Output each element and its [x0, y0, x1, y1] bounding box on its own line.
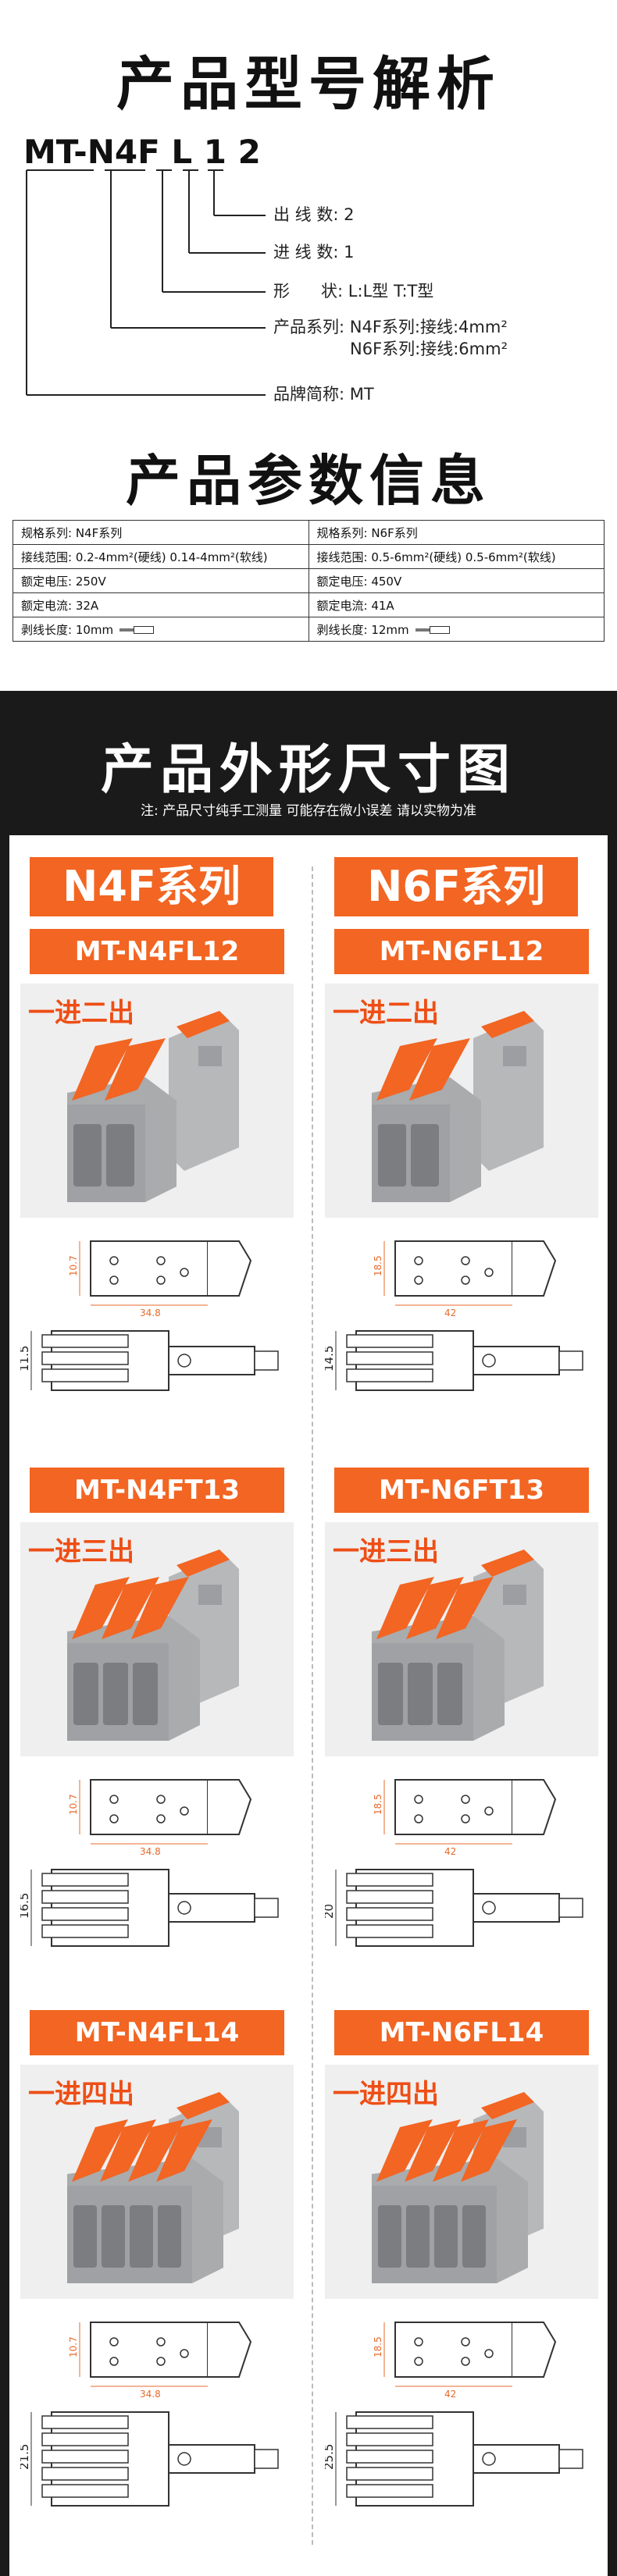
side-dimension: 20 — [325, 1904, 336, 1919]
table-row: 额定电流: 32A 额定电流: 41A — [12, 592, 605, 617]
side-dimension: 21.5 — [20, 2444, 31, 2470]
side-view-drawing: 14.5 — [322, 1323, 598, 1420]
io-config-label: 一进二出 — [333, 998, 439, 1029]
product-photo: 一进三出 — [325, 1522, 598, 1756]
product-photo: 一进二出 — [20, 984, 294, 1218]
table-cell: 额定电流: 32A — [12, 592, 309, 617]
table-cell: 接线范围: 0.5-6mm²(硬线) 0.5-6mm²(软线) — [308, 544, 605, 569]
stripped-wire-icon — [119, 626, 155, 634]
product-photo: 一进二出 — [325, 984, 598, 1218]
table-row: 规格系列: N4F系列 规格系列: N6F系列 — [12, 520, 605, 545]
table-cell: 剥线长度: 10mm — [12, 617, 309, 642]
side-view-drawing: 21.5 — [17, 2404, 294, 2517]
front-view-drawing: 10.7 34.8 — [20, 2307, 294, 2403]
height-dimension: 18.5 — [373, 2336, 383, 2357]
io-config-label: 一进四出 — [333, 2079, 439, 2110]
front-view-drawing: 18.5 42 — [325, 2307, 598, 2403]
params-title: 产品参数信息 — [126, 449, 491, 513]
side-dimension: 14.5 — [325, 1346, 336, 1372]
annotation-series-2: N6F系列:接线:6mm² — [350, 340, 508, 358]
side-view-drawing: 11.5 — [17, 1323, 294, 1420]
dimensions-note: 注: 产品尺寸纯手工测量 可能存在微小误差 请以实物为准 — [141, 803, 476, 819]
model-badge-left: MT-N4FT13 — [30, 1468, 284, 1513]
column-divider — [312, 866, 313, 2545]
height-dimension: 18.5 — [373, 1255, 383, 1276]
table-cell: 剥线长度: 12mm — [308, 617, 605, 642]
width-dimension: 34.8 — [140, 2389, 161, 2400]
side-dimension: 16.5 — [20, 1893, 31, 1919]
stripped-wire-icon — [415, 626, 450, 634]
side-view-drawing: 16.5 — [17, 1862, 294, 1959]
model-badge-right: MT-N6FL12 — [334, 929, 589, 974]
model-badge-right: MT-N6FL14 — [334, 2010, 589, 2055]
model-badge-left: MT-N4FL12 — [30, 929, 284, 974]
model-badge-right: MT-N6FT13 — [334, 1468, 589, 1513]
strip-length-label: 剥线长度: 10mm — [21, 622, 114, 637]
dimensions-title: 产品外形尺寸图 — [100, 739, 516, 801]
front-view-drawing: 10.7 34.8 — [20, 1764, 294, 1861]
params-table: 规格系列: N4F系列 规格系列: N6F系列 接线范围: 0.2-4mm²(硬… — [12, 520, 605, 642]
side-dimension: 11.5 — [20, 1346, 31, 1372]
side-view-drawing: 20 — [322, 1862, 598, 1959]
height-dimension: 10.7 — [68, 2336, 79, 2357]
width-dimension: 34.8 — [140, 1846, 161, 1857]
front-view-drawing: 18.5 42 — [325, 1226, 598, 1322]
width-dimension: 34.8 — [140, 1308, 161, 1318]
annotation-inlets: 进 线 数: 1 — [273, 243, 355, 262]
table-row: 接线范围: 0.2-4mm²(硬线) 0.14-4mm²(软线) 接线范围: 0… — [12, 544, 605, 569]
side-view-drawing: 25.5 — [322, 2404, 598, 2517]
table-cell: 额定电压: 250V — [12, 568, 309, 593]
table-row: 额定电压: 250V 额定电压: 450V — [12, 568, 605, 593]
strip-length-label: 剥线长度: 12mm — [316, 622, 409, 637]
model-explain-title: 产品型号解析 — [116, 51, 501, 118]
series-left-badge: N4F系列 — [30, 857, 273, 916]
product-photo: 一进四出 — [325, 2065, 598, 2299]
product-photo: 一进三出 — [20, 1522, 294, 1756]
model-badge-left: MT-N4FL14 — [30, 2010, 284, 2055]
width-dimension: 42 — [444, 2389, 456, 2400]
annotation-shape: 形 状: L:L型 T:T型 — [273, 282, 434, 301]
product-photo: 一进四出 — [20, 2065, 294, 2299]
side-dimension: 25.5 — [325, 2444, 336, 2470]
io-config-label: 一进四出 — [28, 2079, 134, 2110]
annotation-series-1: 产品系列: N4F系列:接线:4mm² — [273, 318, 508, 336]
width-dimension: 42 — [444, 1308, 456, 1318]
annotation-brand: 品牌简称: MT — [273, 385, 374, 404]
io-config-label: 一进三出 — [28, 1536, 134, 1567]
table-cell: 额定电压: 450V — [308, 568, 605, 593]
series-right-badge: N6F系列 — [334, 857, 578, 916]
table-cell: 规格系列: N6F系列 — [308, 520, 605, 545]
width-dimension: 42 — [444, 1846, 456, 1857]
io-config-label: 一进三出 — [333, 1536, 439, 1567]
model-code-leader-lines — [26, 169, 266, 396]
io-config-label: 一进二出 — [28, 998, 134, 1029]
model-code: MT-N4F L 1 2 — [23, 133, 261, 171]
table-cell: 额定电流: 41A — [308, 592, 605, 617]
table-cell: 规格系列: N4F系列 — [12, 520, 309, 545]
annotation-outlets: 出 线 数: 2 — [273, 205, 355, 224]
front-view-drawing: 10.7 34.8 — [20, 1226, 294, 1322]
table-cell: 接线范围: 0.2-4mm²(硬线) 0.14-4mm²(软线) — [12, 544, 309, 569]
front-view-drawing: 18.5 42 — [325, 1764, 598, 1861]
height-dimension: 10.7 — [68, 1794, 79, 1815]
height-dimension: 10.7 — [68, 1255, 79, 1276]
height-dimension: 18.5 — [373, 1794, 383, 1815]
table-row: 剥线长度: 10mm 剥线长度: 12mm — [12, 617, 605, 642]
